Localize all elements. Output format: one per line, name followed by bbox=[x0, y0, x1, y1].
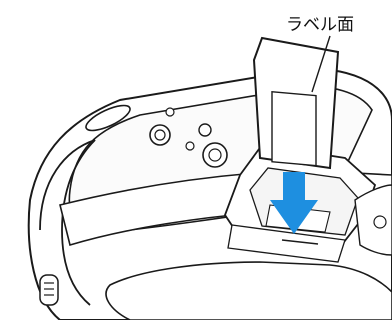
card-label-face-text: ラベル面 bbox=[286, 10, 354, 35]
sd-card bbox=[254, 38, 338, 168]
card-label-area bbox=[272, 92, 316, 166]
side-switch bbox=[40, 275, 58, 305]
